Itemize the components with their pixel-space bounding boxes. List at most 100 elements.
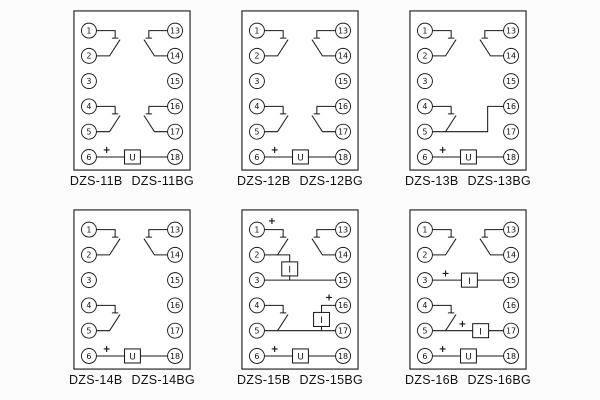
polarity-plus: + xyxy=(439,344,447,355)
model-label: DZS-12BG xyxy=(299,174,364,188)
terminal-2: 2 xyxy=(80,246,97,263)
terminal-16: 16 xyxy=(503,297,520,314)
svg-text:1: 1 xyxy=(86,225,91,234)
terminal-14: 14 xyxy=(167,47,184,64)
voltage-coil-label: U xyxy=(465,154,472,164)
current-coil-label-row3: I xyxy=(468,277,471,287)
svg-text:5: 5 xyxy=(86,127,91,136)
terminal-17: 17 xyxy=(503,123,520,140)
terminal-13: 13 xyxy=(503,221,520,238)
terminal-6: 6 xyxy=(80,348,97,364)
terminal-2: 2 xyxy=(416,246,433,263)
svg-text:1: 1 xyxy=(254,225,259,234)
contact-13-14 xyxy=(143,229,169,256)
terminal-4: 4 xyxy=(416,297,433,314)
terminal-3: 3 xyxy=(80,272,97,289)
polarity-plus: + xyxy=(103,344,111,355)
svg-text:14: 14 xyxy=(170,251,180,260)
terminal-6: 6 xyxy=(416,348,433,364)
voltage-coil-box xyxy=(291,348,309,364)
terminal-14: 14 xyxy=(335,246,352,263)
svg-text:6: 6 xyxy=(254,153,259,162)
wire-16-coil-5-17 xyxy=(277,304,337,332)
svg-text:18: 18 xyxy=(170,153,180,162)
terminal-17: 17 xyxy=(503,322,520,339)
svg-text:4: 4 xyxy=(86,301,91,310)
svg-text:15: 15 xyxy=(506,77,516,86)
schematic-dzs-16b: + I + I + U 1 2 3 4 5 6 13 14 15 16 17 1… xyxy=(409,209,527,370)
diagram-cell-dzs-11b: + U 1 2 3 4 5 6 13 14 15 16 17 18 DZS-11… xyxy=(70,10,194,201)
svg-text:2: 2 xyxy=(254,52,259,61)
terminal-18: 18 xyxy=(335,149,352,165)
voltage-coil-box xyxy=(123,149,141,165)
svg-text:13: 13 xyxy=(170,225,180,234)
svg-text:5: 5 xyxy=(422,127,427,136)
polarity-plus-row3: + xyxy=(442,268,450,279)
terminal-15: 15 xyxy=(167,272,184,289)
terminal-13: 13 xyxy=(335,221,352,238)
terminal-5: 5 xyxy=(80,322,97,339)
voltage-coil-box xyxy=(459,149,477,165)
svg-text:16: 16 xyxy=(506,102,516,111)
contact-1-2 xyxy=(95,229,121,256)
voltage-coil-label: U xyxy=(465,353,472,363)
current-coil-label-top: I xyxy=(288,266,291,276)
contact-13-14 xyxy=(479,30,505,57)
svg-text:18: 18 xyxy=(506,153,516,162)
svg-text:15: 15 xyxy=(506,276,516,285)
current-coil-box-mid xyxy=(313,311,331,327)
terminal-1: 1 xyxy=(80,22,97,39)
svg-text:18: 18 xyxy=(506,352,516,361)
model-labels: DZS-15B DZS-15BG xyxy=(237,373,363,387)
diagram-cell-dzs-13b: + U 1 2 3 4 5 6 13 14 15 16 17 18 DZS-13… xyxy=(405,10,531,201)
svg-text:18: 18 xyxy=(338,153,348,162)
diagram-border xyxy=(409,209,527,370)
diagram-border xyxy=(241,209,359,370)
svg-text:15: 15 xyxy=(170,276,180,285)
terminal-6: 6 xyxy=(416,149,433,165)
svg-text:4: 4 xyxy=(86,102,91,111)
terminal-3: 3 xyxy=(416,272,433,289)
model-label: DZS-11BG xyxy=(131,174,195,188)
contact-1-2 xyxy=(431,30,457,57)
polarity-plus: + xyxy=(271,145,279,156)
diagram-border xyxy=(73,10,191,171)
polarity-plus: + xyxy=(439,145,447,156)
terminal-4: 4 xyxy=(248,297,265,314)
current-coil-box-top xyxy=(281,261,299,277)
svg-text:6: 6 xyxy=(422,352,427,361)
svg-text:2: 2 xyxy=(422,52,427,61)
schematic-dzs-15b: + I + I + U 1 2 3 4 5 6 13 14 15 16 17 1… xyxy=(241,209,359,370)
svg-text:14: 14 xyxy=(506,52,516,61)
svg-text:18: 18 xyxy=(338,352,348,361)
svg-text:17: 17 xyxy=(338,127,348,136)
model-labels: DZS-11B DZS-11BG xyxy=(70,174,194,188)
schematic-dzs-12b: + U 1 2 3 4 5 6 13 14 15 16 17 18 xyxy=(241,10,359,171)
diagram-border xyxy=(409,10,527,171)
polarity-plus-row5: + xyxy=(458,319,466,330)
svg-text:17: 17 xyxy=(170,127,180,136)
svg-text:13: 13 xyxy=(170,26,180,35)
terminal-15: 15 xyxy=(167,73,184,90)
terminal-13: 13 xyxy=(503,22,520,39)
svg-text:14: 14 xyxy=(338,251,348,260)
terminal-1: 1 xyxy=(80,221,97,238)
svg-text:2: 2 xyxy=(86,52,91,61)
svg-text:5: 5 xyxy=(86,326,91,335)
svg-text:6: 6 xyxy=(86,153,91,162)
svg-text:3: 3 xyxy=(422,77,427,86)
terminal-4: 4 xyxy=(80,98,97,115)
terminal-13: 13 xyxy=(167,221,184,238)
terminal-6: 6 xyxy=(248,348,265,364)
terminal-4: 4 xyxy=(80,297,97,314)
svg-text:5: 5 xyxy=(254,326,259,335)
contact-1-2 xyxy=(95,30,121,57)
diagram-cell-dzs-15b: + I + I + U 1 2 3 4 5 6 13 14 15 16 17 1… xyxy=(237,209,363,400)
terminal-2: 2 xyxy=(416,47,433,64)
svg-text:5: 5 xyxy=(422,326,427,335)
terminal-17: 17 xyxy=(167,123,184,140)
model-label: DZS-13B xyxy=(404,174,459,188)
voltage-coil-box xyxy=(459,348,477,364)
svg-text:16: 16 xyxy=(170,301,180,310)
svg-text:4: 4 xyxy=(422,102,427,111)
